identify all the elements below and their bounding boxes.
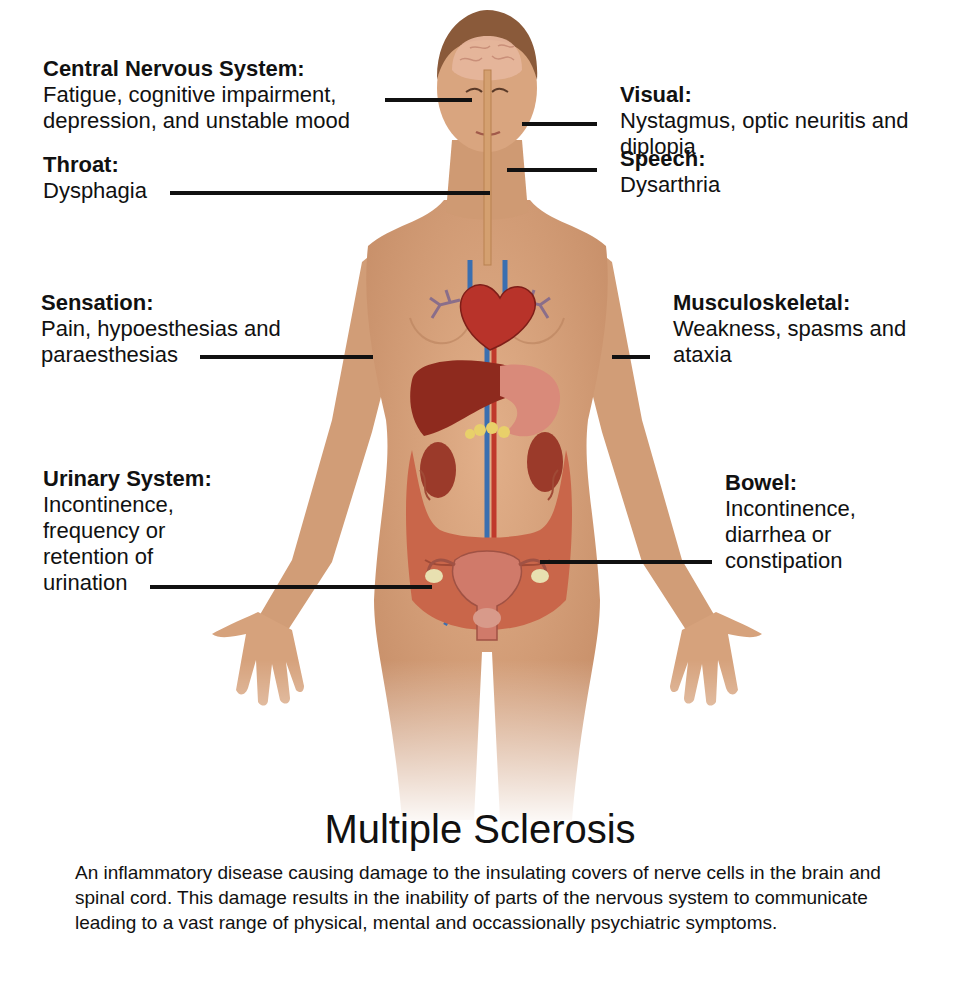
diagram-caption: An inflammatory disease causing damage t… — [75, 860, 925, 935]
symptom-heading: Visual: — [620, 82, 920, 108]
symptom-heading: Bowel: — [725, 470, 955, 496]
stomach — [500, 364, 560, 436]
ovary — [531, 569, 549, 583]
pancreas — [465, 422, 510, 439]
symptom-list: Dysphagia — [43, 178, 163, 204]
leader-line — [200, 355, 373, 359]
leader-line — [170, 191, 490, 195]
kidney — [527, 432, 563, 492]
diagram-title: Multiple Sclerosis — [0, 806, 960, 852]
fade-overlay — [0, 650, 976, 1000]
symptom-heading: Musculoskeletal: — [673, 290, 963, 316]
symptom-heading: Central Nervous System: — [43, 56, 463, 82]
symptom-list: Incontinence, diarrhea or constipation — [725, 496, 887, 574]
leader-line — [540, 560, 712, 564]
ovary — [425, 569, 443, 583]
symptom-heading: Sensation: — [41, 290, 341, 316]
symptom-list: Incontinence, frequency or retention of … — [43, 492, 195, 596]
leader-line — [612, 355, 650, 359]
bladder — [473, 608, 501, 628]
uterus — [453, 551, 522, 640]
leader-line — [522, 122, 597, 126]
symptom-heading: Throat: — [43, 152, 343, 178]
symptom-heading: Urinary System: — [43, 466, 343, 492]
leader-line — [150, 585, 432, 589]
symptom-list: Dysarthria — [620, 172, 920, 198]
symptom-list: Pain, hypoesthesias and paraesthesias — [41, 316, 341, 368]
symptom-heading: Speech: — [620, 146, 920, 172]
leader-line — [507, 168, 597, 172]
heart — [460, 285, 535, 350]
symptom-list: Weakness, spasms and ataxia — [673, 316, 945, 368]
leader-line — [385, 98, 472, 102]
symptom-list: Fatigue, cognitive impairment, depressio… — [43, 82, 381, 134]
spinal-cord — [484, 70, 491, 265]
